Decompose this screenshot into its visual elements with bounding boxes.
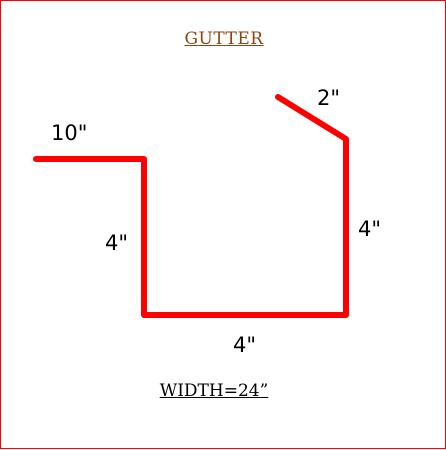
total-width-label: WIDTH=24” [159,381,269,401]
left-side-dimension-label: 4" [105,231,129,255]
diagram-title: GUTTER [184,29,264,49]
right-side-dimension-label: 4" [358,217,382,241]
gutter-profile-line [33,94,349,318]
bottom-dimension-label: 4" [233,333,257,357]
lip-dimension-label: 2" [317,86,341,110]
flange-dimension-label: 10" [51,121,88,145]
